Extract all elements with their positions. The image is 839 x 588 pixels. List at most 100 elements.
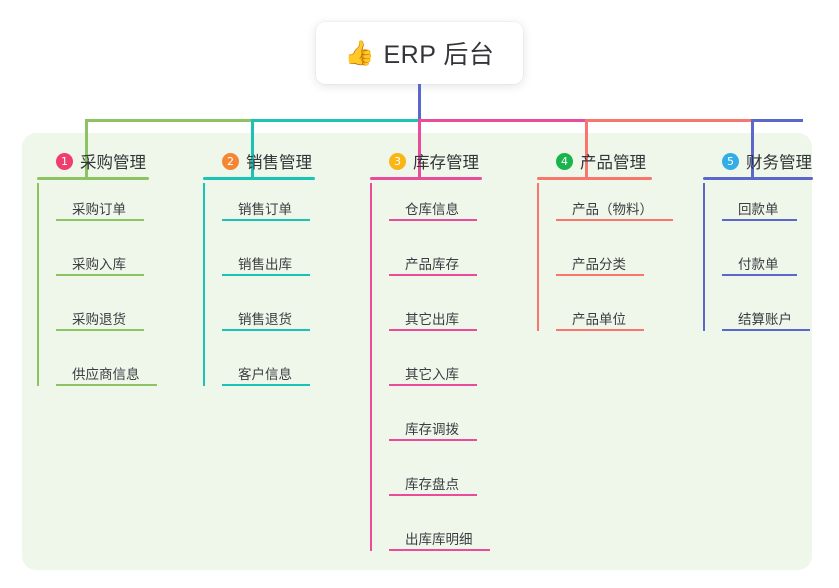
leaf-rule: [722, 219, 797, 221]
leaf-label: 产品（物料）: [572, 202, 653, 217]
branch-badge-4: 4: [556, 152, 573, 170]
thumbs-up-icon: 👍: [344, 39, 375, 67]
leaf-rule: [722, 329, 810, 331]
leaf-label: 产品分类: [572, 257, 626, 272]
leaf-rule: [222, 274, 310, 276]
leaf-node[interactable]: 产品分类: [556, 238, 692, 293]
leaf-label: 销售退货: [238, 312, 292, 327]
leaf-label: 采购订单: [72, 202, 126, 217]
branch-badge-5: 5: [722, 152, 739, 170]
leaf-node[interactable]: 供应商信息: [56, 348, 187, 403]
leaf-node[interactable]: 其它出库: [389, 293, 520, 348]
branch-label-3: 库存管理: [413, 154, 479, 172]
leaf-rule: [389, 329, 477, 331]
branch-column-5: 5 财务管理回款单付款单结算账户: [703, 145, 839, 348]
bar-segment-1: [86, 119, 252, 122]
leaf-rule: [56, 384, 157, 386]
leaf-node[interactable]: 产品库存: [389, 238, 520, 293]
root-node-card[interactable]: 👍 ERP 后台: [316, 22, 523, 84]
branch-header-2[interactable]: 2 销售管理: [203, 145, 353, 177]
leaf-label: 出库库明细: [405, 532, 473, 547]
branch-rule-1: [37, 177, 149, 180]
leaf-label: 销售出库: [238, 257, 292, 272]
leaf-spine-5: [703, 183, 705, 331]
drop-connector-1: [85, 119, 88, 177]
leaf-label: 销售订单: [238, 202, 292, 217]
leaf-node[interactable]: 库存盘点: [389, 458, 520, 513]
leaf-spine-2: [203, 183, 205, 386]
branch-badge-3: 3: [389, 152, 406, 170]
leaf-rule: [56, 219, 144, 221]
leaf-node[interactable]: 采购入库: [56, 238, 187, 293]
leaf-rule: [556, 329, 644, 331]
leaf-node[interactable]: 采购退货: [56, 293, 187, 348]
leaf-node[interactable]: 其它入库: [389, 348, 520, 403]
branch-badge-2: 2: [222, 152, 239, 170]
leaf-label: 仓库信息: [405, 202, 459, 217]
leaf-rule: [222, 219, 310, 221]
leaf-node[interactable]: 结算账户: [722, 293, 839, 348]
leaf-rule: [222, 384, 310, 386]
leaf-list-4: 产品（物料） 产品分类产品单位: [537, 183, 692, 348]
leaf-label: 供应商信息: [72, 367, 140, 382]
leaf-node[interactable]: 付款单: [722, 238, 839, 293]
leaf-node[interactable]: 客户信息: [222, 348, 353, 403]
leaf-label: 库存调拨: [405, 422, 459, 437]
leaf-label: 其它出库: [405, 312, 459, 327]
bar-segment-5: [752, 119, 803, 122]
leaf-label: 采购入库: [72, 257, 126, 272]
branch-rule-5: [703, 177, 813, 180]
leaf-node[interactable]: 库存调拨: [389, 403, 520, 458]
branch-label-1: 采购管理: [80, 154, 146, 172]
leaf-rule: [222, 329, 310, 331]
drop-connector-5: [751, 119, 754, 177]
leaf-rule: [389, 219, 477, 221]
leaf-label: 其它入库: [405, 367, 459, 382]
leaf-label: 付款单: [738, 257, 779, 272]
leaf-label: 库存盘点: [405, 477, 459, 492]
leaf-rule: [556, 219, 673, 221]
leaf-rule: [389, 274, 477, 276]
branch-badge-1: 1: [56, 152, 73, 170]
leaf-label: 采购退货: [72, 312, 126, 327]
root-node-title: ERP 后台: [383, 41, 495, 69]
leaf-list-2: 销售订单销售出库销售退货客户信息: [203, 183, 353, 403]
leaf-node[interactable]: 销售退货: [222, 293, 353, 348]
drop-connector-3: [418, 119, 421, 177]
leaf-label: 客户信息: [238, 367, 292, 382]
bar-segment-3: [419, 119, 586, 122]
branch-label-5: 财务管理: [746, 154, 812, 172]
leaf-label: 产品库存: [405, 257, 459, 272]
leaf-node[interactable]: 销售出库: [222, 238, 353, 293]
leaf-list-3: 仓库信息产品库存其它出库其它入库库存调拨库存盘点出库库明细: [370, 183, 520, 568]
leaf-node[interactable]: 出库库明细: [389, 513, 520, 568]
leaf-node[interactable]: 回款单: [722, 183, 839, 238]
leaf-node[interactable]: 产品单位: [556, 293, 692, 348]
leaf-rule: [722, 274, 797, 276]
leaf-rule: [389, 439, 477, 441]
leaf-node[interactable]: 采购订单: [56, 183, 187, 238]
leaf-rule: [56, 329, 144, 331]
leaf-rule: [389, 384, 477, 386]
leaf-rule: [556, 274, 644, 276]
leaf-spine-4: [537, 183, 539, 331]
leaf-node[interactable]: 产品（物料）: [556, 183, 692, 238]
leaf-label: 产品单位: [572, 312, 626, 327]
branch-header-5[interactable]: 5 财务管理: [703, 145, 839, 177]
leaf-node[interactable]: 销售订单: [222, 183, 353, 238]
leaf-node[interactable]: 仓库信息: [389, 183, 520, 238]
leaf-list-1: 采购订单采购入库采购退货供应商信息: [37, 183, 187, 403]
bar-segment-2: [252, 119, 419, 122]
trunk-connector: [417, 84, 421, 122]
drop-connector-2: [251, 119, 254, 177]
leaf-spine-1: [37, 183, 39, 386]
branch-rule-2: [203, 177, 315, 180]
branch-label-2: 销售管理: [246, 154, 312, 172]
branch-header-3[interactable]: 3 库存管理: [370, 145, 520, 177]
branch-header-1[interactable]: 1 采购管理: [37, 145, 187, 177]
branch-rule-4: [537, 177, 652, 180]
leaf-label: 结算账户: [738, 312, 792, 327]
